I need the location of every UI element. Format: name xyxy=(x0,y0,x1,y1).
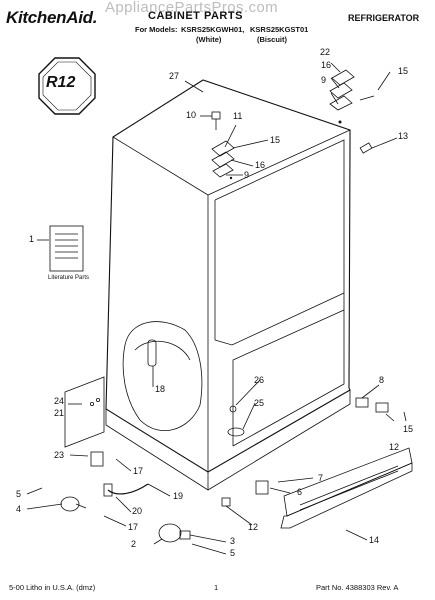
callout-5a: 5 xyxy=(16,489,22,499)
callout-6: 6 xyxy=(297,487,303,497)
callout-16b: 16 xyxy=(321,60,332,70)
callout-27: 27 xyxy=(169,71,180,81)
literature-parts-label: Literature Parts xyxy=(48,275,90,281)
callout-22: 22 xyxy=(320,47,331,57)
callout-12b: 12 xyxy=(248,522,259,532)
footer-page-number: 1 xyxy=(214,583,219,592)
callout-4: 4 xyxy=(16,504,22,514)
callout-24: 24 xyxy=(54,396,65,406)
color-white: (White) xyxy=(196,35,222,44)
callout-13: 13 xyxy=(398,131,409,141)
hinge-22 xyxy=(331,69,355,86)
leveler-25 xyxy=(227,427,245,437)
callout-17a: 17 xyxy=(133,466,144,476)
callout-3: 3 xyxy=(230,536,236,546)
callout-26: 26 xyxy=(254,375,265,385)
model-number-biscuit: KSRS25KGST01 xyxy=(250,25,309,34)
callout-19: 19 xyxy=(173,491,184,501)
bracket-21 xyxy=(64,376,105,448)
callout-23: 23 xyxy=(54,450,65,460)
r12-badge xyxy=(38,57,96,115)
callout-18: 18 xyxy=(155,384,166,394)
callout-9a: 9 xyxy=(244,170,250,180)
callout-12a: 12 xyxy=(389,442,400,452)
callout-20: 20 xyxy=(132,506,143,516)
category-label: REFRIGERATOR xyxy=(348,13,420,23)
callout-21: 21 xyxy=(54,408,65,418)
callout-2: 2 xyxy=(131,539,137,549)
callout-14: 14 xyxy=(369,535,380,545)
grommet-18 xyxy=(147,339,157,367)
brand-logo: KitchenAid. xyxy=(6,8,98,27)
callout-9b: 9 xyxy=(321,75,327,85)
part-23 xyxy=(90,451,104,467)
page-title: CABINET PARTS xyxy=(148,10,243,22)
callout-17b: 17 xyxy=(128,522,139,532)
literature-booklet xyxy=(49,225,84,272)
color-biscuit: (Biscuit) xyxy=(257,35,287,44)
callout-10: 10 xyxy=(186,110,197,120)
callout-16a: 16 xyxy=(255,160,266,170)
callout-5b: 5 xyxy=(230,548,236,558)
r12-badge-text: R12 xyxy=(46,74,76,91)
footer-part-number: Part No. 4388303 Rev. A xyxy=(316,583,399,592)
callout-15c: 15 xyxy=(403,424,414,434)
callout-15b: 15 xyxy=(270,135,281,145)
water-valve-2 xyxy=(158,523,182,543)
callout-7: 7 xyxy=(318,473,324,483)
water-line-19 xyxy=(107,483,149,495)
footer-print-info: 5-00 Litho in U.S.A. (dmz) xyxy=(9,583,96,592)
callout-25: 25 xyxy=(254,398,265,408)
callout-1: 1 xyxy=(29,234,35,244)
model-number-white: KSRS25KGWH01, xyxy=(181,25,245,34)
models-label: For Models: xyxy=(135,25,178,34)
callout-11: 11 xyxy=(233,111,243,121)
clip-6 xyxy=(255,480,269,495)
bracket-8 xyxy=(355,397,369,408)
watermark: AppliancePartsPros.com xyxy=(105,0,279,16)
cabinet-shell xyxy=(105,79,351,473)
kickplate-14 xyxy=(283,447,413,517)
callout-15a: 15 xyxy=(398,66,409,76)
callout-8: 8 xyxy=(379,375,385,385)
